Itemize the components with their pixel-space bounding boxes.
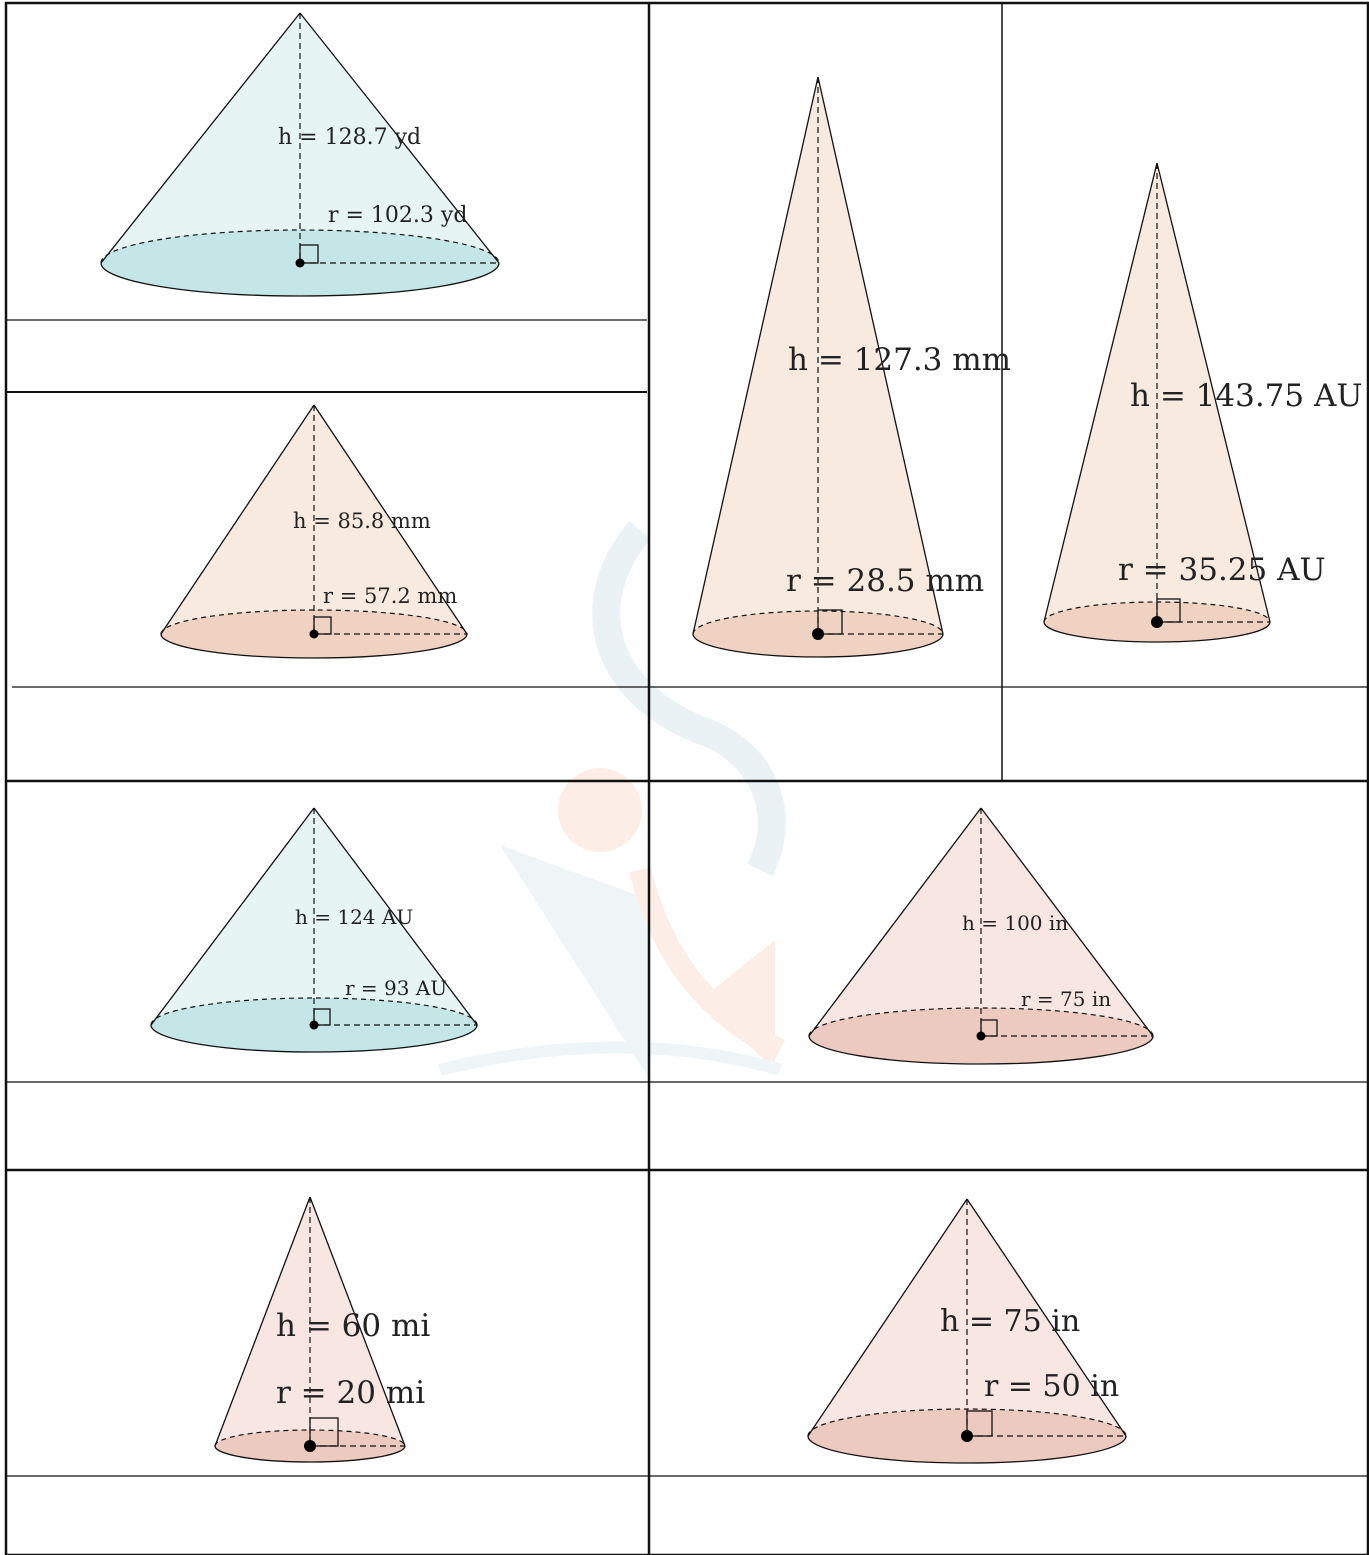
height-label: h = 127.3 mm	[788, 342, 1011, 378]
radius-label: r = 50 in	[984, 1369, 1119, 1404]
center-point	[961, 1430, 973, 1442]
cones-layer: h = 128.7 yd r = 102.3 yd h = 85.8 mm r = 5…	[100, 12, 1363, 1464]
slant-edge-right	[817, 76, 944, 635]
cone-figure-7: h = 60 mi r = 20 mi	[214, 1196, 430, 1463]
base-front-edge	[807, 1435, 1127, 1464]
radius-label: r = 93 AU	[345, 976, 447, 1000]
cone-body	[809, 808, 1153, 1064]
base-front-edge	[692, 633, 944, 658]
center-point	[309, 1020, 319, 1030]
slant-edge-right	[980, 807, 1154, 1037]
cone-body	[161, 405, 467, 658]
slant-edge-right	[1156, 162, 1271, 623]
radius-label: r = 57.2 mm	[323, 584, 457, 608]
right-angle-marker	[313, 616, 332, 635]
height-label: h = 60 mi	[276, 1308, 430, 1344]
base-back-edge	[100, 229, 500, 264]
base-front-edge	[214, 1445, 406, 1463]
cone-figure-5: h = 124 AU r = 93 AU	[150, 807, 478, 1053]
slant-edge-right	[299, 12, 500, 264]
center-point	[309, 629, 319, 639]
right-angle-marker	[299, 244, 319, 264]
table-grid	[4, 1, 1369, 1555]
slant-edge-left	[1043, 162, 1158, 623]
center-point	[295, 258, 305, 268]
slant-edge-left	[160, 404, 315, 635]
slant-edge-left	[692, 76, 819, 635]
height-label: h = 100 in	[962, 911, 1068, 935]
cone-figure-2: h = 85.8 mm r = 57.2 mm	[160, 404, 468, 659]
slant-edge-left	[100, 12, 301, 264]
cone-body	[1044, 163, 1270, 642]
base-front-edge	[150, 1024, 478, 1053]
radius-label: r = 75 in	[1021, 987, 1111, 1011]
slant-edge-right	[966, 1198, 1127, 1437]
center-point	[304, 1440, 316, 1452]
slant-edge-left	[214, 1196, 311, 1447]
slant-edge-right	[313, 404, 468, 635]
slant-edge-right	[313, 807, 478, 1026]
base-front-edge	[100, 262, 500, 297]
radius-label: r = 20 mi	[276, 1375, 425, 1411]
center-point	[1151, 616, 1163, 628]
slant-edge-left	[150, 807, 315, 1026]
cone-figure-1: h = 128.7 yd r = 102.3 yd	[100, 12, 500, 297]
base-front-edge	[808, 1035, 1154, 1065]
cone-figure-4: h = 143.75 AU r = 35.25 AU	[1043, 162, 1363, 643]
slant-edge-right	[309, 1196, 406, 1447]
watermark-logo	[438, 520, 786, 1080]
slant-edge-left	[808, 807, 982, 1037]
right-angle-marker	[1156, 598, 1181, 623]
base-back-edge	[214, 1429, 406, 1447]
height-label: h = 124 AU	[295, 905, 413, 929]
height-label: h = 85.8 mm	[293, 509, 431, 533]
right-angle-marker	[817, 609, 843, 635]
base-back-edge	[160, 609, 468, 635]
radius-label: r = 28.5 mm	[786, 563, 984, 599]
right-angle-marker	[313, 1008, 331, 1026]
height-label: h = 128.7 yd	[278, 125, 421, 150]
base-front-edge	[1043, 621, 1271, 643]
height-label: h = 143.75 AU	[1130, 378, 1363, 414]
base-front-edge	[160, 633, 468, 659]
center-point	[976, 1031, 986, 1041]
cone-figure-6: h = 100 in r = 75 in	[808, 807, 1154, 1065]
right-angle-marker	[980, 1019, 998, 1037]
right-angle-marker	[966, 1410, 993, 1437]
height-label: h = 75 in	[940, 1304, 1080, 1339]
cone-figure-3: h = 127.3 mm r = 28.5 mm	[692, 76, 1011, 658]
radius-label: r = 102.3 yd	[328, 203, 467, 228]
center-point	[812, 628, 824, 640]
slant-edge-left	[807, 1198, 968, 1437]
cone-figure-8: h = 75 in r = 50 in	[807, 1198, 1127, 1464]
radius-label: r = 35.25 AU	[1118, 552, 1326, 588]
right-angle-marker	[309, 1417, 339, 1447]
